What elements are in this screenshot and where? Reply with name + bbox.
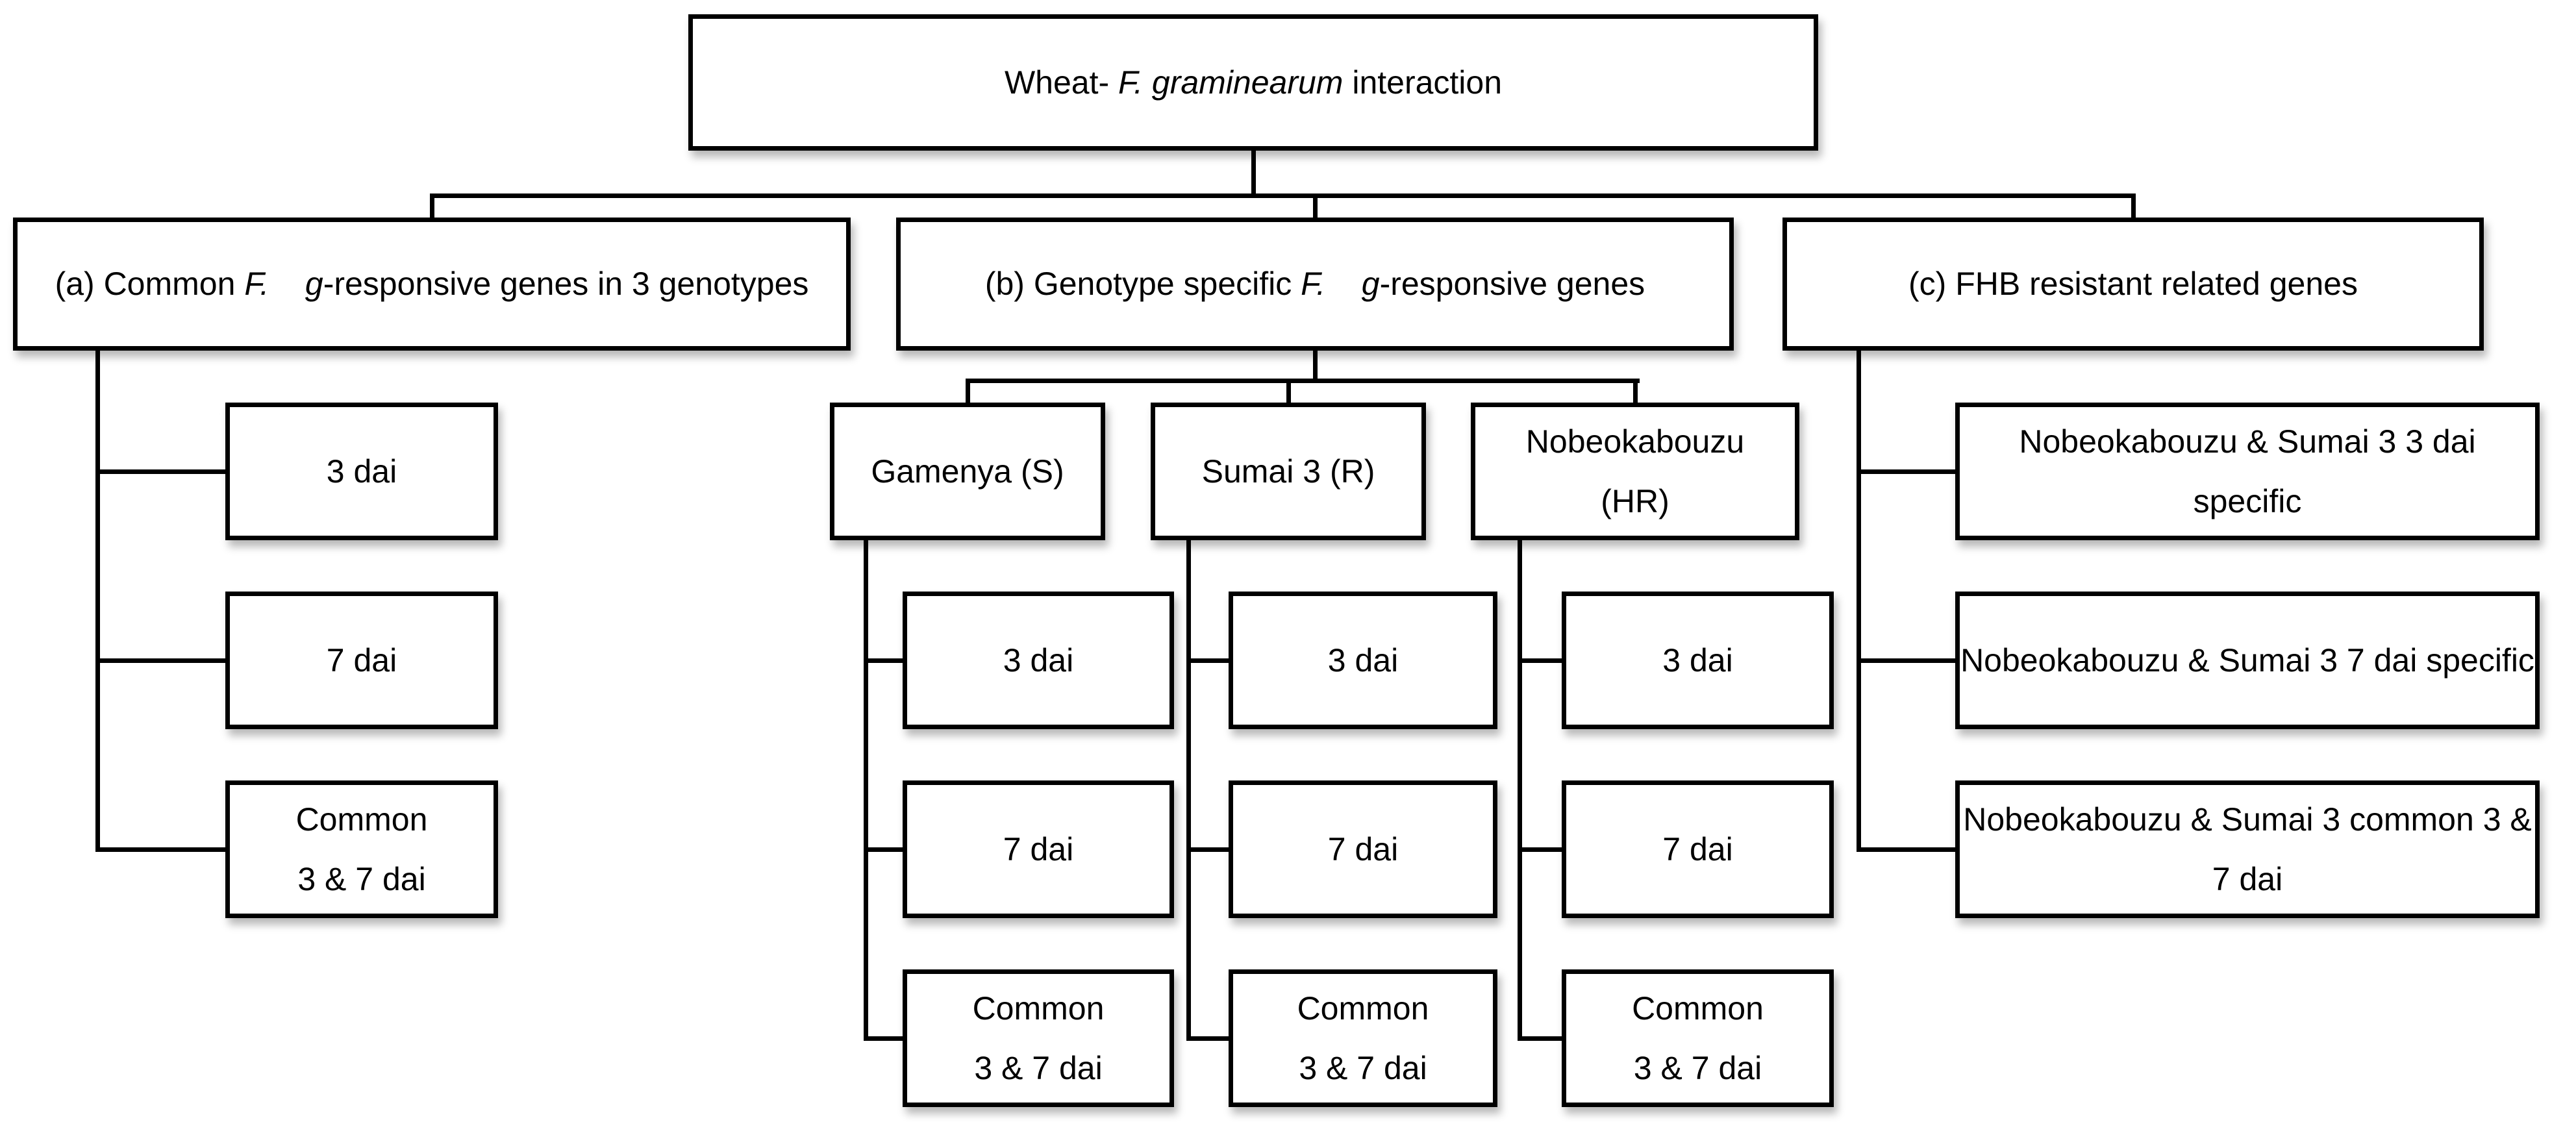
connector-sumai3-stub-3 — [1186, 1036, 1229, 1041]
connector-gamenya-stub-1 — [864, 658, 903, 663]
connector-branch-a-drop — [430, 193, 434, 221]
connector-gamenya-stub-2 — [864, 847, 903, 852]
node-a-3dai: 3 dai — [225, 403, 498, 540]
connector-nobeokabouzu-stub-2 — [1518, 847, 1562, 852]
connector-sumai3-stub-1 — [1186, 658, 1229, 663]
node-nobeokabouzu-common-3-7dai: Common 3 & 7 dai — [1562, 969, 1834, 1107]
node-c-7dai-specific: Nobeokabouzu & Sumai 3 7 dai specific — [1955, 592, 2540, 729]
connector-c-stub-3 — [1857, 847, 1955, 852]
node-branch-b-label: (b) Genotype specific F. g-responsive ge… — [984, 266, 1645, 303]
node-sumai3-7dai: 7 dai — [1229, 780, 1497, 918]
connector-c-trunk — [1857, 349, 1861, 852]
node-sumai3-common-3-7dai: Common 3 & 7 dai — [1229, 969, 1497, 1107]
node-root-label: Wheat- F. graminearum interaction — [1004, 64, 1503, 101]
connector-a-trunk — [95, 349, 100, 852]
connector-gamenya-drop — [966, 379, 970, 406]
connector-root-stem — [1251, 149, 1256, 196]
connector-gamenya-stub-3 — [864, 1036, 903, 1041]
connector-nobeokabouzu-drop — [1633, 379, 1638, 406]
node-genotype-sumai3: Sumai 3 (R) — [1151, 403, 1426, 540]
node-branch-c-label: (c) FHB resistant related genes — [1908, 266, 2358, 303]
connector-a-stub-3 — [95, 847, 225, 852]
connector-c-stub-2 — [1857, 658, 1955, 663]
connector-b-stem — [1313, 349, 1318, 383]
node-a-common-3-7dai: Common 3 & 7 dai — [225, 780, 498, 918]
connector-branch-c-drop — [2131, 193, 2136, 221]
node-branch-b: (b) Genotype specific F. g-responsive ge… — [896, 218, 1734, 351]
connector-genotypes-bar — [966, 379, 1640, 383]
connector-sumai3-stub-2 — [1186, 847, 1229, 852]
node-gamenya-7dai: 7 dai — [903, 780, 1174, 918]
node-branch-a: (a) Common F. g-responsive genes in 3 ge… — [13, 218, 851, 351]
node-a-7dai: 7 dai — [225, 592, 498, 729]
connector-a-stub-2 — [95, 658, 225, 663]
node-gamenya-3dai: 3 dai — [903, 592, 1174, 729]
connector-c-stub-1 — [1857, 469, 1955, 474]
node-root: Wheat- F. graminearum interaction — [688, 14, 1818, 151]
node-gamenya-common-3-7dai: Common 3 & 7 dai — [903, 969, 1174, 1107]
node-c-3dai-specific: Nobeokabouzu & Sumai 3 3 dai specific — [1955, 403, 2540, 540]
connector-branch-b-drop — [1313, 193, 1318, 221]
connector-sumai3-drop — [1286, 379, 1291, 406]
node-c-common-3-7dai: Nobeokabouzu & Sumai 3 common 3 & 7 dai — [1955, 780, 2540, 918]
node-genotype-gamenya: Gamenya (S) — [830, 403, 1105, 540]
node-sumai3-3dai: 3 dai — [1229, 592, 1497, 729]
connector-a-stub-1 — [95, 469, 225, 474]
connector-nobeokabouzu-stub-3 — [1518, 1036, 1562, 1041]
connector-gamenya-trunk — [864, 538, 868, 1041]
connector-nobeokabouzu-stub-1 — [1518, 658, 1562, 663]
node-nobeokabouzu-3dai: 3 dai — [1562, 592, 1834, 729]
node-branch-c: (c) FHB resistant related genes — [1782, 218, 2484, 351]
connector-sumai3-trunk — [1186, 538, 1191, 1041]
node-genotype-nobeokabouzu: Nobeokabouzu (HR) — [1471, 403, 1799, 540]
node-branch-a-label: (a) Common F. g-responsive genes in 3 ge… — [55, 266, 809, 303]
connector-nobeokabouzu-trunk — [1518, 538, 1522, 1041]
node-nobeokabouzu-7dai: 7 dai — [1562, 780, 1834, 918]
connector-branches-bar — [430, 193, 2136, 198]
